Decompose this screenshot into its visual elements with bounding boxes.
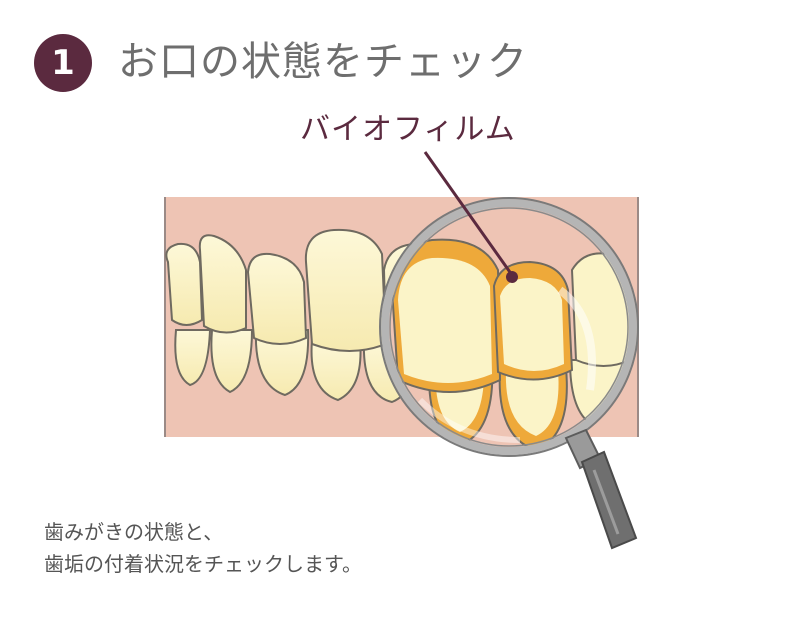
biofilm-pointer	[423, 151, 518, 283]
description-line-2: 歯垢の付着状況をチェックします。	[44, 552, 362, 576]
biofilm-label: バイオフィルム	[300, 112, 516, 147]
step-number-badge: 1	[34, 34, 92, 92]
magnifier	[379, 197, 639, 550]
description-line-1: 歯みがきの状態と、	[44, 520, 224, 544]
step-number: 1	[51, 43, 75, 83]
description-text: 歯みがきの状態と、 歯垢の付着状況をチェックします。	[44, 516, 362, 580]
page-title: お口の状態をチェック	[118, 39, 528, 85]
magnified-view	[385, 203, 633, 451]
